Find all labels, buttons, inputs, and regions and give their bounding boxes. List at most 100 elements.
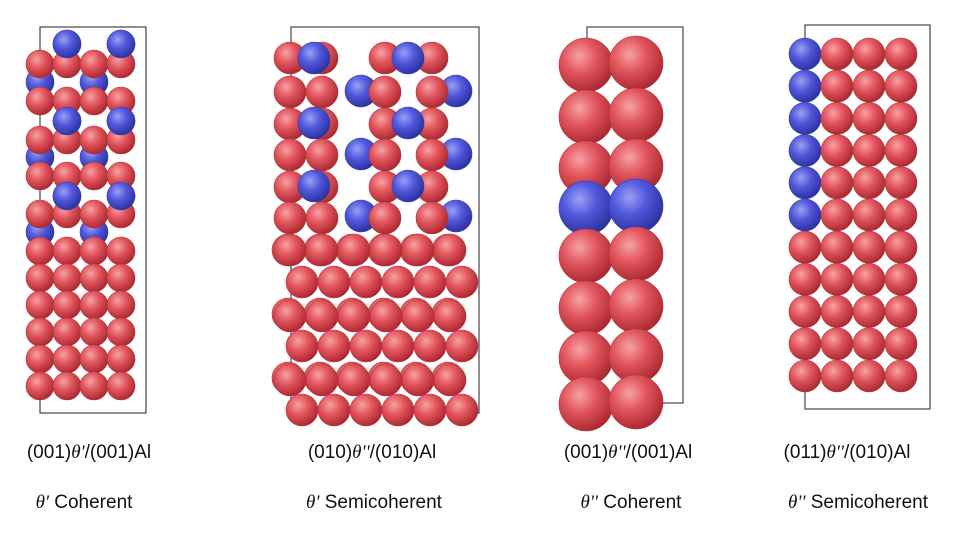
- red-atom: [413, 329, 447, 363]
- blue-atom: [788, 198, 822, 232]
- blue-atom: [297, 41, 331, 75]
- red-atom: [558, 228, 614, 284]
- red-atom: [608, 87, 664, 143]
- interface-type-label: θ' Semicoherent: [306, 492, 442, 513]
- red-atom: [79, 290, 109, 320]
- red-atom: [884, 263, 918, 296]
- red-atom: [788, 359, 822, 393]
- red-atom: [608, 35, 664, 91]
- red-atom: [52, 317, 82, 347]
- red-atom: [433, 299, 467, 333]
- red-atom: [608, 226, 664, 282]
- red-atom: [106, 371, 136, 401]
- interface-label: (011)θ''/(010)Al: [783, 442, 911, 463]
- red-atom: [106, 290, 136, 320]
- red-atom: [852, 102, 886, 135]
- red-atom: [820, 102, 854, 135]
- red-atom: [79, 86, 109, 116]
- red-atom: [337, 233, 371, 267]
- interface-label: (001)θ'/(001)Al: [26, 442, 152, 463]
- red-atom: [820, 263, 854, 296]
- red-atom: [558, 37, 614, 93]
- red-atom: [445, 329, 479, 363]
- red-atom: [25, 199, 55, 229]
- red-atom: [106, 344, 136, 374]
- red-atom: [788, 295, 822, 328]
- red-atom: [820, 198, 854, 232]
- panel-theta-double-prime-coherent: [558, 26, 684, 432]
- red-atom: [25, 125, 55, 155]
- red-atom: [401, 233, 435, 267]
- blue-atom: [788, 37, 822, 71]
- red-atom: [25, 290, 55, 320]
- red-atom: [884, 134, 918, 167]
- red-atom: [852, 359, 886, 393]
- blue-atom: [52, 181, 82, 211]
- red-atom: [820, 230, 854, 264]
- red-atom: [852, 69, 886, 103]
- red-atom: [285, 329, 319, 363]
- red-atom: [305, 75, 339, 109]
- red-atom: [558, 376, 614, 432]
- red-atom: [820, 295, 854, 328]
- red-atom: [381, 265, 415, 299]
- panel-theta-double-prime-semicoherent: [788, 24, 931, 410]
- red-atom: [852, 166, 886, 200]
- red-atom: [106, 263, 136, 293]
- red-atom: [79, 199, 109, 229]
- red-atom: [852, 37, 886, 71]
- red-atom: [273, 75, 307, 109]
- interface-label: (001)θ''/(001)Al: [563, 442, 693, 463]
- red-atom: [79, 125, 109, 155]
- red-atom: [25, 236, 55, 266]
- blue-atom: [391, 169, 425, 203]
- red-atom: [415, 201, 449, 235]
- red-atom: [433, 363, 467, 397]
- blue-atom: [106, 106, 136, 136]
- red-atom: [317, 265, 351, 299]
- red-atom: [884, 359, 918, 393]
- red-atom: [106, 317, 136, 347]
- red-atom: [79, 371, 109, 401]
- red-atom: [305, 233, 339, 267]
- red-atom: [884, 198, 918, 232]
- red-atom: [79, 49, 109, 79]
- red-atom: [445, 393, 479, 427]
- red-atom: [558, 280, 614, 336]
- red-atom: [401, 299, 435, 333]
- blue-atom: [788, 69, 822, 103]
- blue-atom: [391, 41, 425, 75]
- red-atom: [852, 230, 886, 264]
- red-atom: [852, 134, 886, 167]
- red-atom: [445, 265, 479, 299]
- red-atom: [52, 236, 82, 266]
- red-atom: [884, 69, 918, 103]
- red-atom: [337, 299, 371, 333]
- red-atom: [273, 363, 307, 397]
- blue-atom: [788, 166, 822, 200]
- blue-atom: [788, 134, 822, 167]
- red-atom: [25, 344, 55, 374]
- red-atom: [349, 393, 383, 427]
- red-atom: [106, 236, 136, 266]
- red-atom: [369, 363, 403, 397]
- red-atom: [884, 37, 918, 71]
- red-atom: [52, 371, 82, 401]
- red-atom: [852, 198, 886, 232]
- red-atom: [285, 393, 319, 427]
- red-atom: [52, 344, 82, 374]
- red-atom: [415, 75, 449, 109]
- interface-type-label: θ'' Coherent: [580, 492, 682, 513]
- red-atom: [788, 230, 822, 264]
- red-atom: [79, 344, 109, 374]
- panel-theta-prime-coherent: [25, 26, 147, 414]
- red-atom: [415, 138, 449, 172]
- red-atom: [608, 374, 664, 430]
- red-atom: [852, 295, 886, 328]
- red-atom: [820, 359, 854, 393]
- red-atom: [884, 327, 918, 361]
- red-atom: [558, 89, 614, 145]
- red-atom: [820, 327, 854, 361]
- red-atom: [273, 138, 307, 172]
- blue-atom: [297, 106, 331, 140]
